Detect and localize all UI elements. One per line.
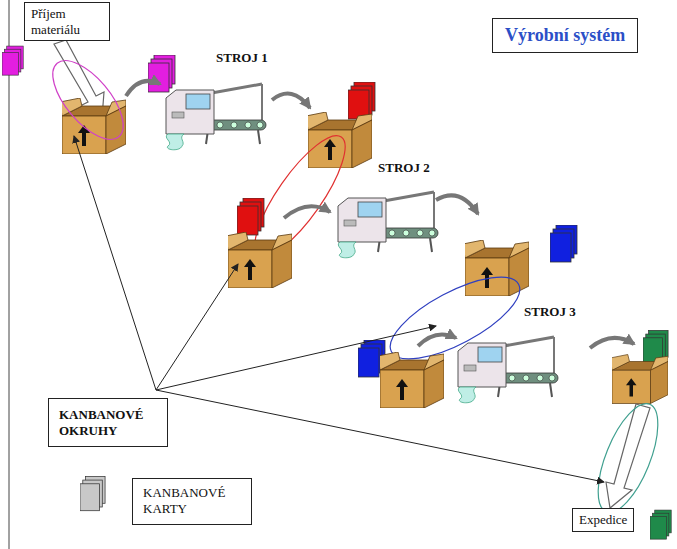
kanban-loop <box>586 396 670 520</box>
frame-line <box>9 0 10 549</box>
legend-card-sample <box>80 476 105 510</box>
flow-arrow <box>418 334 456 346</box>
flow-arrow <box>590 338 634 348</box>
leader-line <box>74 136 156 390</box>
container-box <box>610 355 668 404</box>
flow-arrow <box>272 94 310 108</box>
box-text: Příjem materiálu <box>31 6 103 37</box>
machine <box>338 192 438 258</box>
kanban-card <box>550 225 577 262</box>
box-text: KANBANOVÉ OKRUHY <box>59 407 157 438</box>
machine <box>166 84 266 150</box>
title-box: Výrobní systém <box>492 18 638 53</box>
container-box <box>378 352 444 408</box>
box-text: Expedice <box>579 512 627 528</box>
kanban-card <box>650 510 671 539</box>
kanban-loop <box>40 49 135 151</box>
kanban-card <box>2 46 23 75</box>
kanban-loop <box>379 261 531 375</box>
container-box <box>226 232 292 288</box>
machine-label: STROJ 2 <box>376 160 432 176</box>
flow-arrow <box>284 206 330 218</box>
legend-text: KANBANOVÉ KARTY <box>143 485 241 518</box>
leader-line <box>156 390 604 482</box>
legend-box: KANBANOVÉ KARTY <box>132 478 252 525</box>
outflow-arrow <box>606 404 650 508</box>
machine-label: STROJ 1 <box>214 50 270 66</box>
flow-arrow <box>126 81 160 96</box>
container-box <box>306 112 372 168</box>
machine <box>458 337 558 403</box>
text-box: Příjem materiálu <box>24 2 110 41</box>
kanban-card <box>237 198 264 235</box>
leader-line <box>156 264 238 390</box>
leader-line <box>156 326 436 390</box>
kanban-card <box>148 55 175 92</box>
title-text: Výrobní systém <box>505 25 625 46</box>
container-box <box>60 98 126 154</box>
machine-label: STROJ 3 <box>522 304 578 320</box>
flow-arrow <box>436 195 478 214</box>
callout-box: KANBANOVÉ OKRUHY <box>48 398 168 447</box>
text-box: Expedice <box>572 508 634 532</box>
kanban-card <box>348 82 375 119</box>
